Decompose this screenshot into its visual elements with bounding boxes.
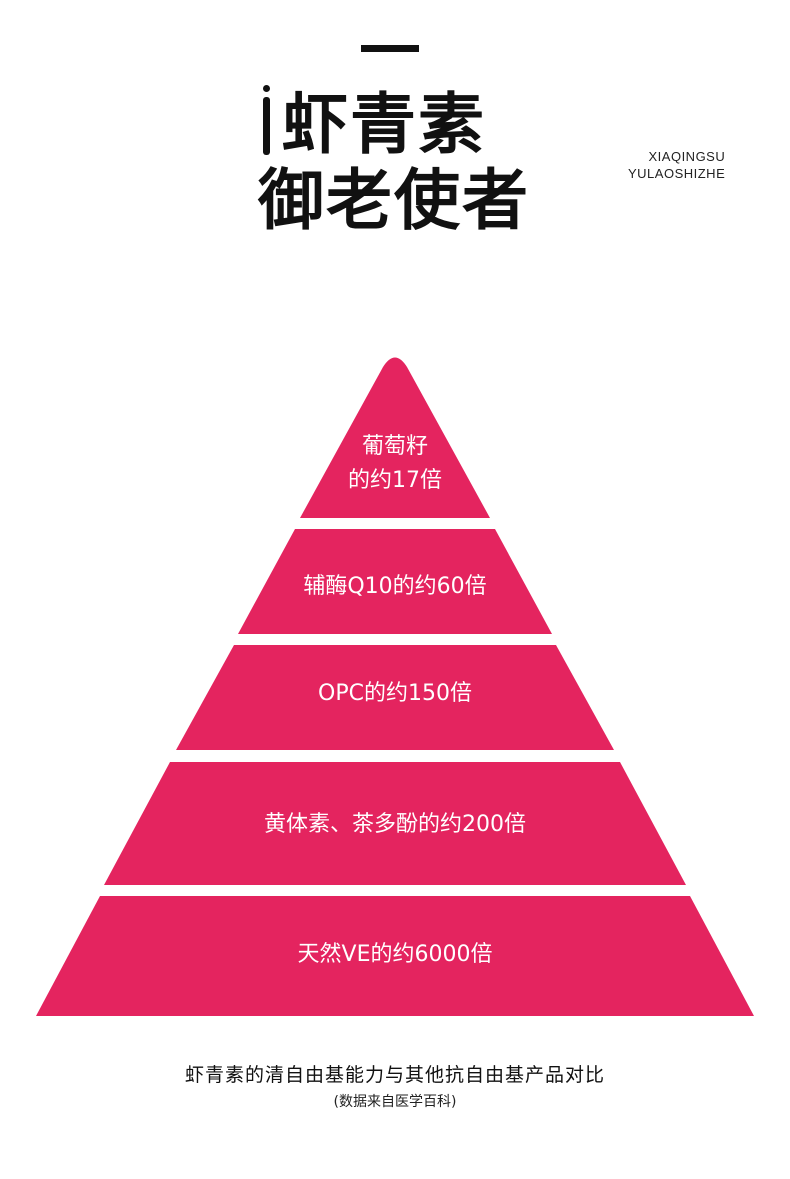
pyramid-tier-4: [104, 762, 686, 885]
pinyin-line-1: XIAQINGSU: [648, 149, 726, 164]
tier-1-line-2: 的约17倍: [348, 468, 442, 493]
pyramid-tier-2: [238, 529, 552, 634]
tier-label-2: 辅酶Q10的约60倍: [0, 570, 790, 604]
page-title-line-1: 虾青素: [282, 86, 486, 163]
footer-caption: 虾青素的清自由基能力与其他抗自由基产品对比: [184, 1064, 605, 1086]
pyramid-tier-3: [176, 645, 614, 750]
tier-2-line-1: 辅酶Q10的约60倍: [303, 574, 487, 599]
pinyin-line-2: YULAOSHIZHE: [628, 166, 726, 181]
title-top-bar: [361, 45, 419, 52]
tier-label-3: OPC的约150倍: [0, 677, 790, 711]
tier-5-line-1: 天然VE的约6000倍: [297, 942, 493, 967]
tier-label-1: 葡萄籽 的约17倍: [0, 430, 790, 498]
footer-source: (数据来自医学百科): [333, 1094, 457, 1110]
tier-label-4: 黄体素、茶多酚的约200倍: [0, 808, 790, 842]
tier-label-5: 天然VE的约6000倍: [0, 938, 790, 972]
pyramid-tier-5: [36, 896, 754, 1016]
page-title-line-2: 御老使者: [258, 162, 530, 239]
tier-4-line-1: 黄体素、茶多酚的约200倍: [264, 812, 526, 837]
tier-1-line-1: 葡萄籽: [361, 434, 428, 459]
tier-3-line-1: OPC的约150倍: [318, 681, 472, 706]
title-accent-mark: [263, 85, 270, 155]
pinyin-subtitle: XIAQINGSU YULAOSHIZHE: [628, 148, 725, 182]
pyramid-tier-1: [300, 357, 490, 518]
